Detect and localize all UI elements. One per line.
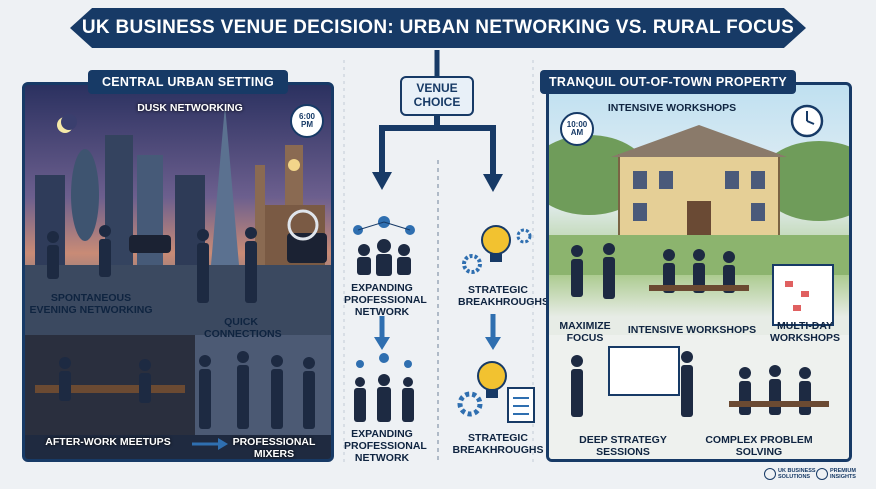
- expanding-network-bottom-label: EXPANDING PROFESSIONAL NETWORK: [344, 428, 427, 465]
- dusk-networking-label: DUSK NETWORKING: [137, 102, 243, 114]
- rural-header: TRANQUIL OUT-OF-TOWN PROPERTY: [540, 70, 796, 94]
- title-banner: UK BUSINESS VENUE DECISION: URBAN NETWOR…: [70, 8, 806, 48]
- lightbulb-checklist-icon: [457, 361, 535, 423]
- network-icon: [353, 216, 415, 276]
- after-work-meetups-label: AFTER-WORK MEETUPS: [45, 436, 171, 448]
- network-people-icon: [354, 353, 414, 422]
- intensive-workshops-label: INTENSIVE WORKSHOPS: [627, 324, 757, 336]
- uk-business-logo-text: UK BUSINESS SOLUTIONS: [778, 468, 816, 481]
- expanding-network-top-label: EXPANDING PROFESSIONAL NETWORK: [344, 282, 427, 319]
- strategic-breakthroughs-bottom-label: STRATEGIC BREAKHROUGHS: [452, 432, 544, 457]
- maximize-focus-label: MAXIMIZE FOCUS: [559, 320, 611, 345]
- urban-header-label: CENTRAL URBAN SETTING: [101, 75, 275, 89]
- clock-6pm-icon: 6:00 PM: [290, 104, 324, 138]
- intensive-workshops-top-label: INTENSIVE WORKSHOPS: [607, 102, 737, 114]
- arrow-right-icon: [192, 438, 228, 450]
- workshop-people: [571, 243, 829, 417]
- networking-people: [47, 225, 315, 429]
- wall-clock-icon: [790, 104, 824, 138]
- flag-icon: [764, 468, 776, 480]
- rural-header-label: TRANQUIL OUT-OF-TOWN PROPERTY: [548, 75, 788, 89]
- deep-strategy-label: DEEP STRATEGY SESSIONS: [579, 434, 667, 459]
- premium-insights-logo: PREMIUM INSIGHTS: [816, 468, 868, 480]
- complex-problem-label: COMPLEX PROBLEM SOLVING: [705, 434, 813, 459]
- venue-choice-label: VENUE CHOICE: [413, 81, 461, 109]
- clock-10am-icon: 10:00 AM: [560, 112, 594, 146]
- page-title: UK BUSINESS VENUE DECISION: URBAN NETWOR…: [81, 17, 795, 38]
- clock-10am-text: 10:00 AM: [566, 119, 588, 137]
- uk-business-logo: UK BUSINESS SOLUTIONS: [764, 468, 816, 480]
- spontaneous-networking-label: SPONTANEOUS EVENING NETWORKING: [29, 292, 153, 317]
- urban-header: CENTRAL URBAN SETTING: [88, 70, 288, 94]
- quick-connections-label: QUICK CONNECTIONS: [204, 316, 282, 341]
- professional-mixers-label: PROFESSIONAL MIXERS: [232, 436, 316, 461]
- multi-day-workshops-label: MULTI-DAY WORKSHOPS: [769, 320, 840, 345]
- clock-6pm-text: 6:00 PM: [298, 111, 315, 129]
- urban-panel: [22, 82, 334, 462]
- strategic-breakthroughs-top-label: STRATEGIC BREAKHROUGHS: [458, 284, 550, 309]
- lightbulb-gears-icon: [462, 225, 532, 274]
- venue-choice-box: VENUE CHOICE: [400, 76, 474, 116]
- rural-panel: [546, 82, 852, 462]
- premium-insights-logo-text: PREMIUM INSIGHTS: [830, 468, 856, 481]
- badge-icon: [816, 468, 828, 480]
- city-skyline: [25, 105, 331, 459]
